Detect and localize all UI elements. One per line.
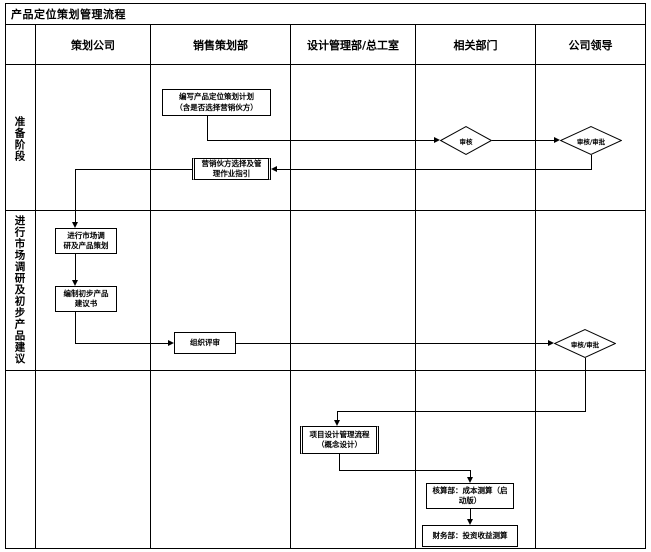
decision-approve1[interactable]: 审核/审批 xyxy=(560,126,622,155)
node-partner-guide-label: 营销伙方选择及管 理作业指引 xyxy=(201,158,262,178)
lane-label-preparation: 准备阶段 xyxy=(13,116,26,162)
decision-review1[interactable]: 审核 xyxy=(440,126,492,155)
node-market-research[interactable]: 进行市场调 研及产品策划 xyxy=(55,228,117,254)
diagram-frame xyxy=(5,3,646,549)
node-partner-guide[interactable]: 营销伙方选择及管 理作业指引 xyxy=(192,158,271,180)
grid-vline-2 xyxy=(150,65,151,548)
arrow-to-approve2 xyxy=(548,340,554,346)
header-planning-company: 策划公司 xyxy=(35,25,150,64)
node-write-plan[interactable]: 编写产品定位策划计划 （含是否选择营销伙方） xyxy=(162,89,271,116)
header-sales-planning-dept: 销售策划部 xyxy=(150,25,290,64)
node-organize-review-label: 组织评审 xyxy=(190,337,220,347)
conn-designflow-right xyxy=(339,470,471,471)
node-organize-review[interactable]: 组织评审 xyxy=(174,332,236,354)
header-design-mgmt-dept: 设计管理部/总工室 xyxy=(290,25,415,64)
arrow-to-design-flow xyxy=(333,420,340,426)
arrow-to-finance-estimate xyxy=(466,519,473,525)
node-market-research-label: 进行市场调 研及产品策划 xyxy=(63,230,109,250)
conn-designflow-down xyxy=(339,454,340,471)
arrow-to-organize-review xyxy=(168,340,174,346)
arrow-to-approve1 xyxy=(554,137,560,143)
conn-approve1-left xyxy=(277,169,591,170)
grid-vline-5 xyxy=(535,65,536,548)
node-write-plan-label: 编写产品定位策划计划 （含是否选择营销伙方） xyxy=(175,92,258,112)
decision-review1-label: 审核 xyxy=(459,137,473,146)
conn-writeplan-down xyxy=(207,116,208,141)
decision-approve2[interactable]: 审核/审批 xyxy=(554,329,616,358)
title-bar: 产品定位策划管理流程 xyxy=(5,3,646,25)
decision-approve1-label: 审核/审批 xyxy=(576,137,606,146)
conn-down-to-designflow xyxy=(337,411,338,422)
arrow-to-review1 xyxy=(434,137,440,143)
conn-down-to-lane2 xyxy=(75,169,76,223)
conn-review-approve2 xyxy=(236,343,549,344)
header-stage xyxy=(5,25,35,64)
lane-sep-2 xyxy=(6,370,645,371)
conn-partner-guide-left xyxy=(75,169,192,170)
arrow-to-cost-estimate xyxy=(466,477,473,483)
node-cost-estimate-label: 核算部：成本测算（启 动版） xyxy=(432,485,508,505)
conn-proposal-down xyxy=(75,312,76,344)
header-related-dept: 相关部门 xyxy=(415,25,535,64)
node-design-flow[interactable]: 项目设计管理流程 （概念设计） xyxy=(300,426,379,454)
node-finance-estimate[interactable]: 财务部：投资收益测算 xyxy=(422,525,518,547)
lane-label-market-research: 进行市场调研及初步产品建议 xyxy=(13,215,26,365)
grid-vline-1 xyxy=(35,65,36,548)
decision-approve2-label: 审核/审批 xyxy=(570,340,600,349)
page-title: 产品定位策划管理流程 xyxy=(11,7,126,21)
conn-proposal-right xyxy=(75,343,169,344)
node-finance-estimate-label: 财务部：投资收益测算 xyxy=(432,530,508,540)
conn-approve2-left xyxy=(337,411,586,412)
node-cost-estimate[interactable]: 核算部：成本测算（启 动版） xyxy=(426,483,514,509)
conn-research-down xyxy=(75,254,76,281)
conn-cost-down xyxy=(470,509,471,521)
node-draft-proposal[interactable]: 编制初步产品 建议书 xyxy=(55,286,117,312)
conn-review1-approve1 xyxy=(492,140,555,141)
arrow-to-market-research xyxy=(71,222,78,228)
grid-vline-3 xyxy=(290,65,291,548)
node-draft-proposal-label: 编制初步产品 建议书 xyxy=(63,288,109,308)
node-design-flow-label: 项目设计管理流程 （概念设计） xyxy=(309,429,370,449)
conn-down-to-cost xyxy=(470,470,471,479)
conn-writeplan-right xyxy=(207,140,435,141)
grid-vline-4 xyxy=(415,65,416,548)
conn-approve2-down xyxy=(585,358,586,412)
conn-approve1-down xyxy=(591,155,592,170)
lane-sep-1 xyxy=(6,210,645,211)
arrow-to-partner-guide xyxy=(271,166,277,172)
column-header-row: 策划公司 销售策划部 设计管理部/总工室 相关部门 公司领导 xyxy=(5,25,646,65)
arrow-to-draft-proposal xyxy=(71,280,78,286)
header-company-leader: 公司领导 xyxy=(535,25,645,64)
